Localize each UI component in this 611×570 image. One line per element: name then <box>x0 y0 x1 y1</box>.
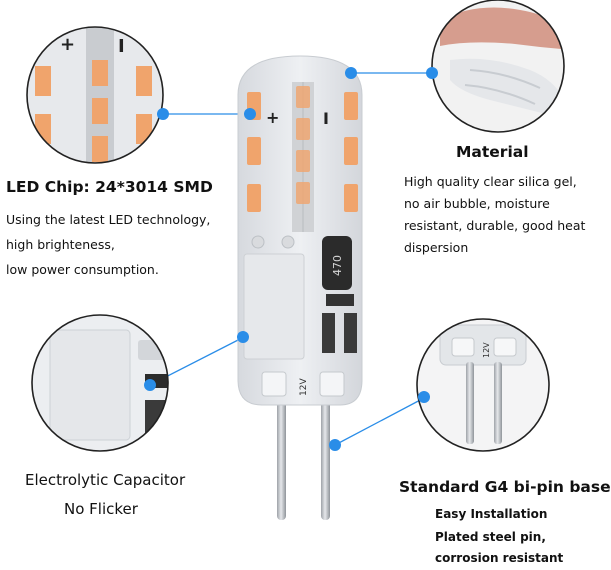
led-chip <box>344 184 358 212</box>
capacitor-line: No Flicker <box>64 500 138 518</box>
led-chip <box>344 137 358 165</box>
capacitor-code: 470 <box>331 255 344 276</box>
pin-left <box>277 395 286 520</box>
smd-component <box>344 313 357 353</box>
electrolytic-capacitor <box>243 253 305 360</box>
svg-text:+: + <box>60 34 75 55</box>
smd-component <box>326 294 354 306</box>
svg-text:I: I <box>118 36 125 57</box>
base-line: corrosion resistant <box>435 551 564 565</box>
capacitor-line: Electrolytic Capacitor <box>25 471 186 489</box>
pin-right <box>321 395 330 520</box>
led-chip <box>296 86 310 108</box>
ic-chip <box>322 236 352 290</box>
base-line: Easy Installation <box>435 507 548 521</box>
callout-dot <box>237 331 249 343</box>
led-chip <box>247 184 261 212</box>
base-title: Standard G4 bi-pin base <box>399 478 611 496</box>
callout-dot <box>144 379 156 391</box>
base-line: Plated steel pin, <box>435 530 546 544</box>
material-line: High quality clear silica gel, <box>404 174 577 189</box>
callout-line-base <box>334 397 425 446</box>
material-line: dispersion <box>404 240 469 255</box>
led-chip <box>344 92 358 120</box>
plus-sign: + <box>266 108 279 127</box>
callout-dot <box>157 108 169 120</box>
led-chip-line: low power consumption. <box>6 262 159 277</box>
zoom-led-chip: + I <box>26 26 164 164</box>
material-line: no air bubble, moisture <box>404 196 550 211</box>
callout-dot <box>329 439 341 451</box>
voltage-label: 12V <box>299 378 309 396</box>
smd-component <box>322 313 335 353</box>
led-chip-line: high brighteness, <box>6 237 115 252</box>
product-illustration: + I 470 12V + I <box>26 0 565 520</box>
callout-dot <box>244 108 256 120</box>
zoom-base: 12V <box>416 318 550 452</box>
minus-sign: I <box>323 109 329 128</box>
led-chip-title: LED Chip: 24*3014 SMD <box>6 178 213 196</box>
led-chip <box>296 118 310 140</box>
zoom-material <box>431 0 565 133</box>
led-chip <box>296 182 310 204</box>
callout-dot <box>345 67 357 79</box>
bulb-body: + I 470 12V <box>237 55 363 406</box>
led-chip <box>247 137 261 165</box>
bulb-pins <box>277 395 330 520</box>
callout-dot <box>426 67 438 79</box>
svg-text:12V: 12V <box>482 342 491 358</box>
led-chip-line: Using the latest LED technology, <box>6 212 211 227</box>
material-line: resistant, durable, good heat <box>404 218 586 233</box>
led-chip <box>296 150 310 172</box>
callout-dot <box>418 391 430 403</box>
material-title: Material <box>456 143 529 161</box>
callout-dots <box>144 67 438 451</box>
